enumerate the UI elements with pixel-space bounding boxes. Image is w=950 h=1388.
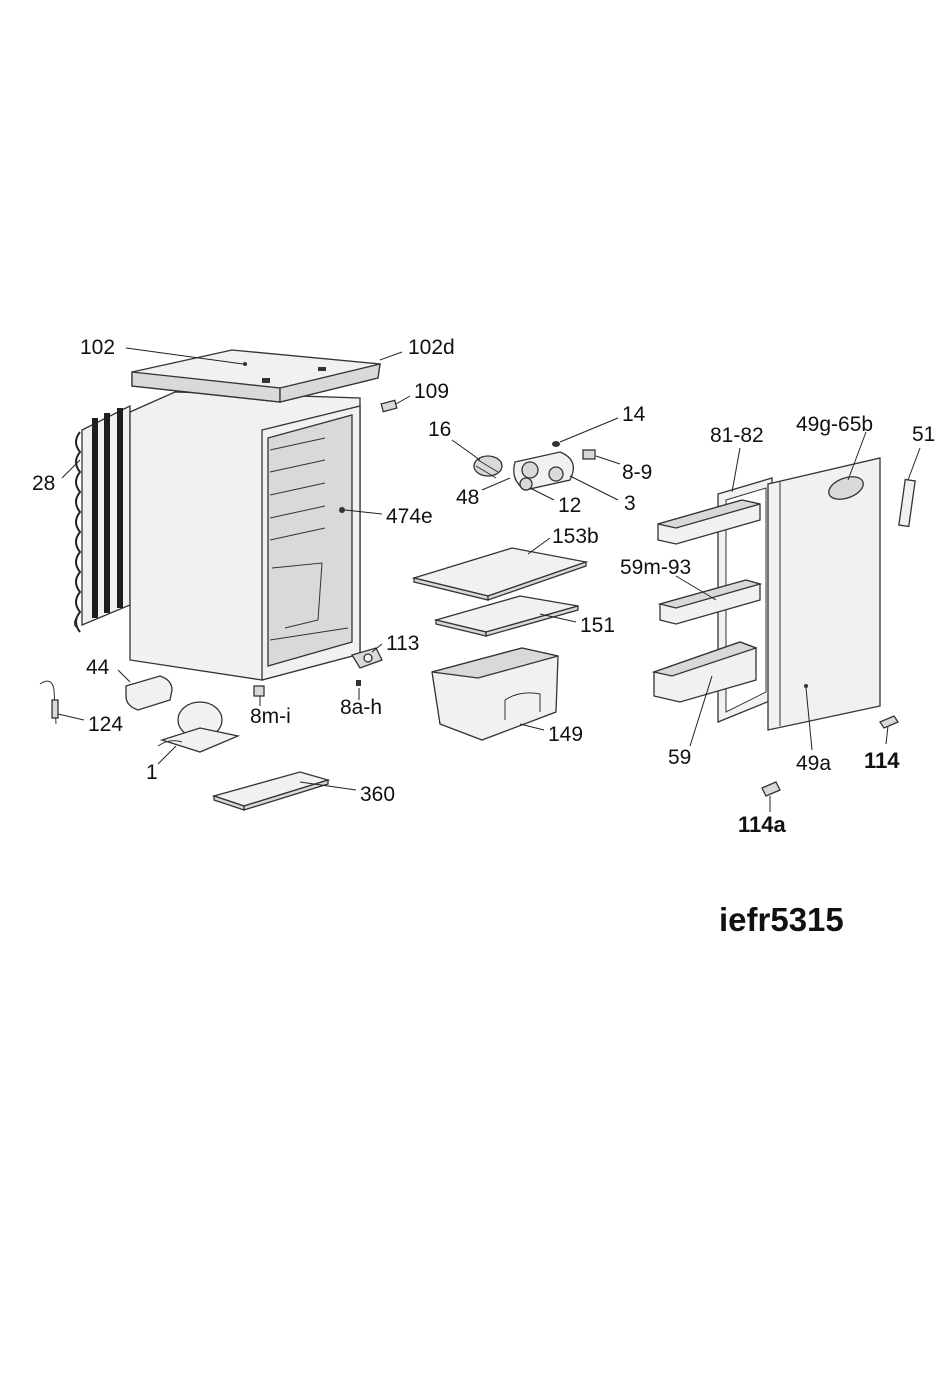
- label-51: 51: [912, 423, 935, 446]
- label-114a: 114a: [738, 812, 786, 837]
- label-16: 16: [428, 418, 451, 441]
- cabinet-body: [130, 392, 360, 680]
- hinge-114a: [762, 782, 780, 796]
- label-12: 12: [558, 494, 581, 517]
- handle-51: [899, 480, 915, 527]
- label-8m-i: 8m-i: [250, 705, 291, 728]
- label-48: 48: [456, 486, 479, 509]
- label-28: 28: [32, 472, 55, 495]
- compressor-relay-44: [126, 676, 172, 710]
- label-44: 44: [86, 656, 110, 679]
- door-panel: [768, 458, 880, 730]
- label-153b: 153b: [552, 525, 599, 548]
- label-49a: 49a: [796, 752, 831, 775]
- label-124: 124: [88, 713, 123, 736]
- hinge-part-109: [381, 400, 397, 411]
- label-49g-65b: 49g-65b: [796, 413, 873, 436]
- label-113: 113: [386, 632, 419, 655]
- label-474e: 474e: [386, 505, 433, 528]
- label-149: 149: [548, 723, 583, 746]
- label-14: 14: [622, 403, 646, 426]
- glass-shelf-151: [436, 596, 578, 636]
- compressor: [158, 702, 238, 752]
- label-102d: 102d: [408, 336, 455, 359]
- glass-shelf-153b: [414, 548, 586, 600]
- label-3: 3: [624, 492, 636, 515]
- label-59: 59: [668, 746, 691, 769]
- label-81-82: 81-82: [710, 424, 764, 447]
- label-8a-h: 8a-h: [340, 696, 382, 719]
- label-109: 109: [414, 380, 449, 403]
- label-360: 360: [360, 783, 395, 806]
- screw-8a-h: [356, 680, 361, 686]
- label-59m-93: 59m-93: [620, 556, 691, 579]
- foot-8m-i: [254, 686, 264, 696]
- crisper-drawer: [432, 648, 558, 740]
- hinge-114: [880, 716, 898, 728]
- base-plate-360: [214, 772, 328, 810]
- label-8-9: 8-9: [622, 461, 652, 484]
- drain-tube-124: [40, 681, 58, 724]
- model-number: iefr5315: [719, 901, 844, 938]
- label-151: 151: [580, 614, 615, 637]
- label-1: 1: [146, 761, 158, 784]
- label-102: 102: [80, 336, 115, 359]
- thermostat-assembly: [474, 441, 595, 490]
- condenser-coil: [74, 406, 130, 632]
- label-114: 114: [864, 748, 900, 773]
